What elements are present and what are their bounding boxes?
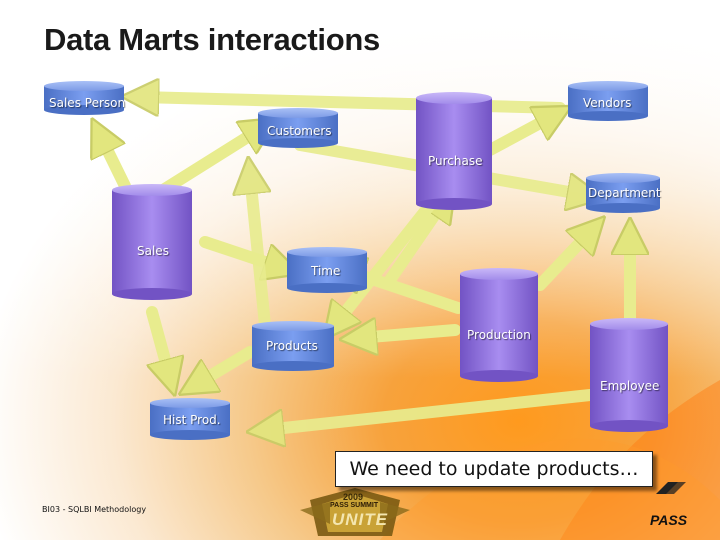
event-logo-summit: PASS SUMMIT bbox=[330, 502, 379, 509]
cylinder-time bbox=[287, 247, 367, 293]
label-purchase: Purchase bbox=[428, 154, 483, 168]
cylinder-customers bbox=[258, 108, 338, 148]
label-sales-person: Sales Person bbox=[49, 96, 126, 110]
slide-title: Data Marts interactions bbox=[44, 22, 380, 57]
label-department: Department bbox=[588, 186, 661, 200]
pass-logo-mark bbox=[656, 482, 686, 494]
event-logo-word: UNITE bbox=[332, 510, 388, 529]
cylinder-vendors bbox=[568, 81, 648, 121]
arrow-production-to-products bbox=[358, 330, 461, 338]
label-hist-prod: Hist Prod. bbox=[163, 413, 221, 427]
label-time: Time bbox=[311, 264, 341, 278]
label-production: Production bbox=[467, 328, 531, 342]
arrow-production-to-purchase bbox=[384, 200, 445, 286]
arrow-products-to-histprod bbox=[195, 346, 256, 385]
label-vendors: Vendors bbox=[583, 96, 632, 110]
event-logo-emblem bbox=[300, 488, 410, 536]
label-customers: Customers bbox=[267, 124, 332, 138]
cylinder-department bbox=[586, 173, 660, 213]
arrow-production-to-department bbox=[534, 230, 592, 291]
arrow-products-to-customers bbox=[250, 175, 265, 331]
event-logo: 2009 PASS SUMMIT UNITE bbox=[300, 488, 410, 538]
footer-text: BI03 - SQLBI Methodology bbox=[42, 505, 147, 514]
cylinder-sales-person bbox=[44, 81, 124, 115]
arrow-sales-to-salesperson bbox=[100, 135, 131, 192]
arrow-sales-to-time bbox=[199, 236, 283, 268]
event-logo-year: 2009 bbox=[343, 492, 364, 502]
arrows bbox=[100, 97, 630, 430]
cylinder-production bbox=[460, 268, 538, 382]
cylinder-employee bbox=[590, 318, 668, 432]
cylinder-purchase bbox=[416, 92, 492, 210]
pass-logo: PASS bbox=[650, 512, 688, 528]
cylinder-sales bbox=[112, 184, 192, 300]
label-products: Products bbox=[266, 339, 318, 353]
arrow-sales-to-customers bbox=[154, 128, 262, 198]
cylinder-hist-prod bbox=[150, 398, 230, 440]
cylinder-products bbox=[252, 321, 334, 371]
arrow-purchase-to-products bbox=[335, 199, 436, 325]
callout-box: We need to update products… bbox=[335, 451, 653, 487]
label-sales: Sales bbox=[137, 244, 169, 258]
label-employee: Employee bbox=[600, 379, 660, 393]
arrow-purchase-to-vendors bbox=[484, 115, 555, 156]
arrow-sales-to-histprod bbox=[146, 306, 170, 378]
arrow-employee-to-histprod bbox=[265, 389, 596, 430]
